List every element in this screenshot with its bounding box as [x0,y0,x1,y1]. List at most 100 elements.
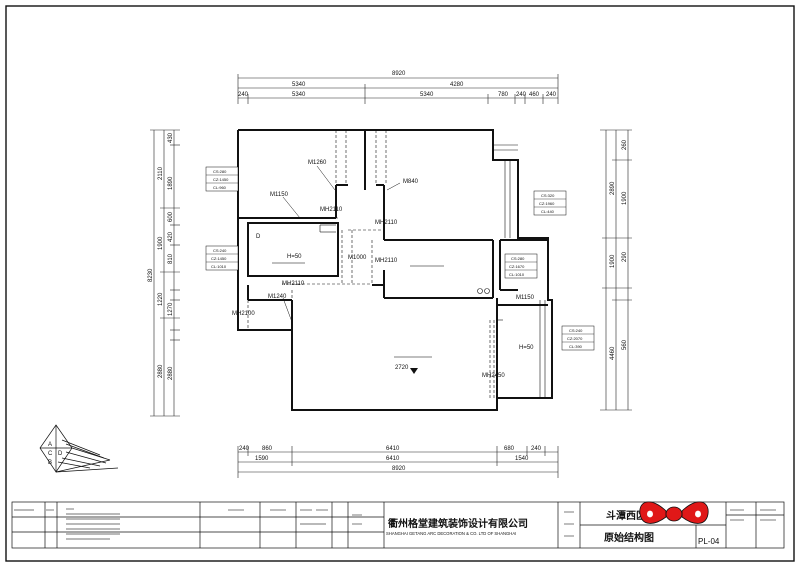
compass-b: B [48,460,52,466]
ceiling-tag-2-cl: CL:440 [541,209,555,214]
top-dim-6: 780 [498,92,509,98]
d-mark: D [256,234,261,240]
left-inner-3: 600 [168,211,174,222]
top-dim-4: 5340 [292,92,306,98]
ceiling-tag-3-cl: CL:1010 [211,264,227,269]
top-dim-8: 460 [529,92,540,98]
company-name-en: SHANGHAI GETANG ARC DECORATION & CO. LTD… [386,531,516,536]
door-label-mh2: MH2110 [375,220,398,226]
ceiling-tag-3: CS:240 CZ:1450 CL:1010 [205,245,239,271]
ceiling-tag-4: CS:280 CZ:1670 CL:1010 [504,253,538,279]
bow-badge-icon [639,501,709,524]
top-dim-1: 5340 [292,82,306,88]
door-label-mh3: MH2110 [375,258,398,264]
left-dim-1: 2110 [158,166,164,180]
project-name: 斗潭西区 [606,509,646,522]
ceiling-tag-1-cz: CZ:1450 [213,177,229,182]
thin-details [319,144,546,398]
left-inner-5: 810 [168,253,174,264]
ceiling-tag-3-cs: CS:240 [213,248,227,253]
ceiling-tag-3-cz: CZ:1450 [211,256,227,261]
outer-wall [237,129,553,411]
door-openings [240,130,495,400]
drawing-name: 原始结构图 [604,531,654,544]
room-label-right: H=50 [519,345,534,351]
top-dimensions [237,74,559,104]
room-notes [272,262,444,358]
floor-elevation-text: 2720 [395,365,409,371]
bottom-dim-8: 1540 [515,456,529,462]
left-inner-6: 1270 [168,302,174,316]
right-inner-1: 260 [622,139,628,150]
ceiling-tag-4-cz: CZ:1670 [509,264,525,269]
ceiling-tag-1: CS:280 CZ:1450 CL:960 [205,166,239,192]
top-dim-3: 240 [238,92,249,98]
door-label-mh6: MH2450 [482,373,505,379]
bottom-dim-3: 6410 [386,446,400,452]
bottom-dim-5: 240 [531,446,542,452]
bottom-dimensions [237,446,559,478]
left-inner-1: 430 [168,132,174,143]
top-dim-2: 4280 [450,82,464,88]
bottom-dim-7: 6410 [386,456,400,462]
ceiling-tag-5-cz: CZ:2070 [567,336,583,341]
left-overall-dim: 8230 [148,268,154,282]
sheet-border [5,5,795,562]
bottom-dim-6: 1590 [255,456,269,462]
left-dim-3: 1220 [158,292,164,306]
ceiling-tag-5-cs: CS:240 [569,328,583,333]
right-dim-2: 1900 [610,254,616,268]
floor-elevation: 2720 [395,365,418,374]
top-dim-9: 240 [546,92,557,98]
compass-c: C [48,451,53,457]
walls [237,129,553,411]
drawing-number: PL-04 [698,537,720,546]
bottom-dim-4: 680 [504,446,515,452]
door-label-m4: M1000 [348,255,367,261]
company-name-cn: 衢州格堂建筑装饰设计有限公司 [388,517,528,530]
ceiling-tag-4-cs: CS:280 [511,256,525,261]
door-label-m5: M1240 [268,294,287,300]
ceiling-tag-4-cl: CL:1010 [509,272,525,277]
door-label-mh1: MH2110 [320,207,343,213]
compass-d: D [58,451,63,457]
ceiling-tag-1-cl: CL:960 [213,185,227,190]
ceiling-tag-5: CS:240 CZ:2070 CL:390 [561,325,595,351]
bottom-dim-2: 860 [262,446,273,452]
bottom-dim-1: 240 [239,446,250,452]
door-label-m3: M1150 [270,192,289,198]
door-label-m6: M1150 [516,295,535,301]
ceiling-tag-5-cl: CL:390 [569,344,583,349]
compass-icon [39,424,119,473]
right-dim-3: 4460 [610,346,616,360]
left-dim-2: 1900 [158,236,164,250]
top-dim-7: 240 [516,92,527,98]
bottom-overall-dim: 8920 [392,466,406,472]
ceiling-tag-1-cs: CS:280 [213,169,227,174]
left-inner-4: 420 [168,231,174,242]
right-dim-1: 2890 [610,181,616,195]
title-block-notes [14,508,776,540]
right-inner-3: 290 [622,251,628,262]
room-label-wet: H=50 [287,254,302,260]
door-label-m1: M1260 [308,160,327,166]
right-inner-2: 1900 [622,191,628,205]
ceiling-tag-2-cs: CS:320 [541,193,555,198]
door-label-leaders [282,165,401,323]
right-dimensions [600,129,632,411]
left-dimensions [150,129,180,417]
top-dim-5: 5340 [420,92,434,98]
door-label-m2: M840 [403,179,419,185]
ceiling-tag-2-cz: CZ:1960 [539,201,555,206]
compass-a: A [48,442,52,448]
door-label-mh5: MH2100 [232,311,255,317]
door-label-mh4: MH2110 [282,281,305,287]
left-inner-10: 2880 [168,366,174,380]
right-inner-4: 560 [622,339,628,350]
title-block [11,501,785,549]
left-dim-4: 2880 [158,364,164,378]
left-inner-2: 1890 [168,176,174,190]
top-overall-dim: 8920 [392,71,406,77]
ceiling-tag-2: CS:320 CZ:1960 CL:440 [533,190,567,216]
